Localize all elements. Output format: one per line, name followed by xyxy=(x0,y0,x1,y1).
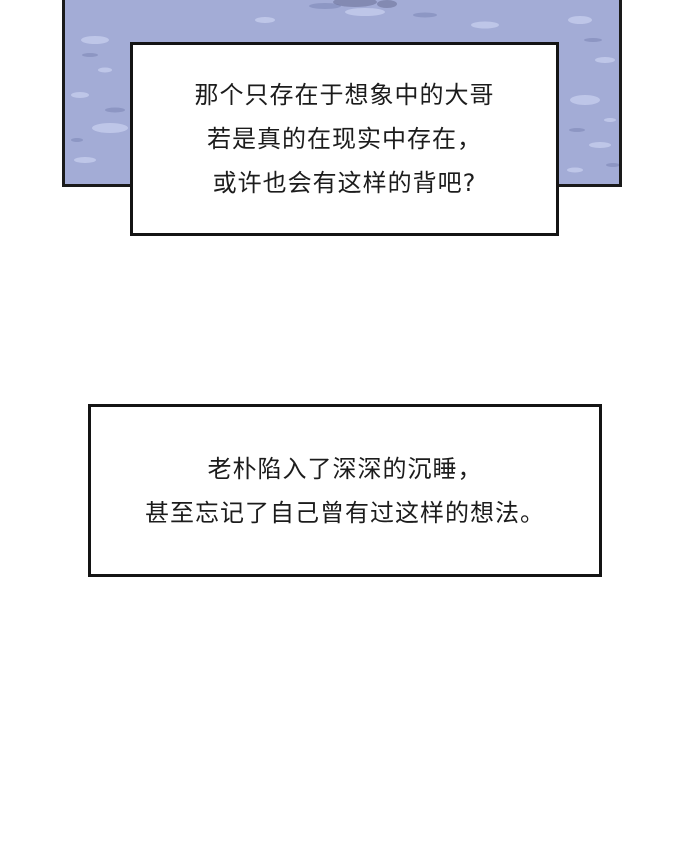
caption-1-line-3: 或许也会有这样的背吧? xyxy=(212,169,477,197)
caption-1-line-1: 那个只存在于想象中的大哥 xyxy=(194,81,495,109)
caption-1-line-2: 若是真的在现实中存在， xyxy=(207,125,482,153)
water-texture xyxy=(71,0,619,173)
caption-box-1: 那个只存在于想象中的大哥 若是真的在现实中存在， 或许也会有这样的背吧? xyxy=(130,42,559,236)
caption-2-line-1: 老朴陷入了深深的沉睡， xyxy=(207,454,483,483)
caption-2-line-2: 甚至忘记了自己曾有过这样的想法。 xyxy=(145,498,545,527)
caption-box-2: 老朴陷入了深深的沉睡， 甚至忘记了自己曾有过这样的想法。 xyxy=(88,404,602,577)
